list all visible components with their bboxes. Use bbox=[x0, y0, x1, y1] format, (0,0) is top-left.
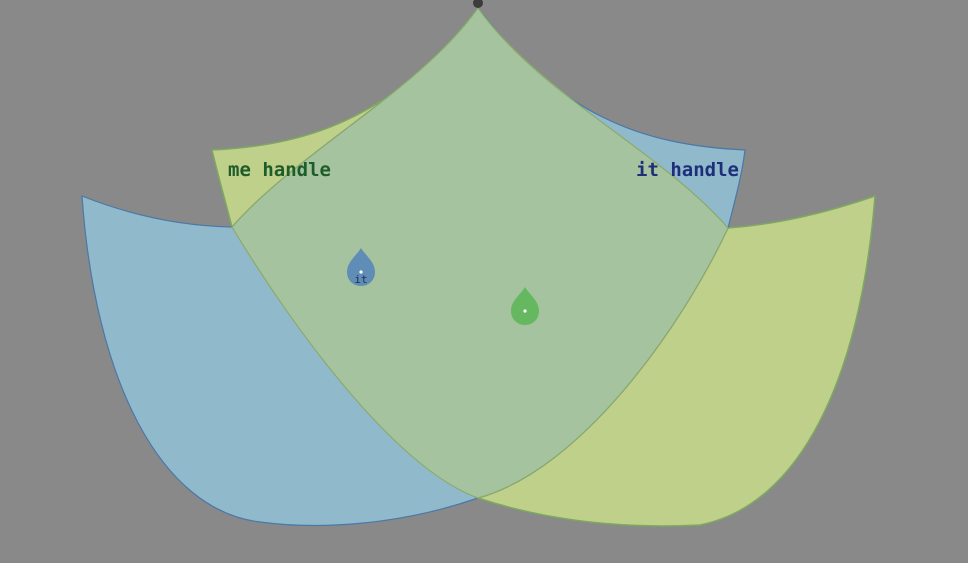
overlap-region bbox=[231, 6, 729, 499]
droplet-icon bbox=[347, 248, 375, 286]
me-marker-dot bbox=[523, 309, 527, 313]
it-marker[interactable]: it bbox=[347, 248, 375, 286]
it-handle-label[interactable]: it handle bbox=[636, 159, 739, 181]
me-marker[interactable] bbox=[511, 287, 539, 325]
me-handle-label[interactable]: me handle bbox=[228, 159, 331, 181]
it-marker-label: it bbox=[354, 273, 367, 286]
it-marker-dot bbox=[359, 270, 363, 274]
droplet-icon bbox=[511, 287, 539, 325]
pivot-point[interactable] bbox=[473, 0, 483, 8]
